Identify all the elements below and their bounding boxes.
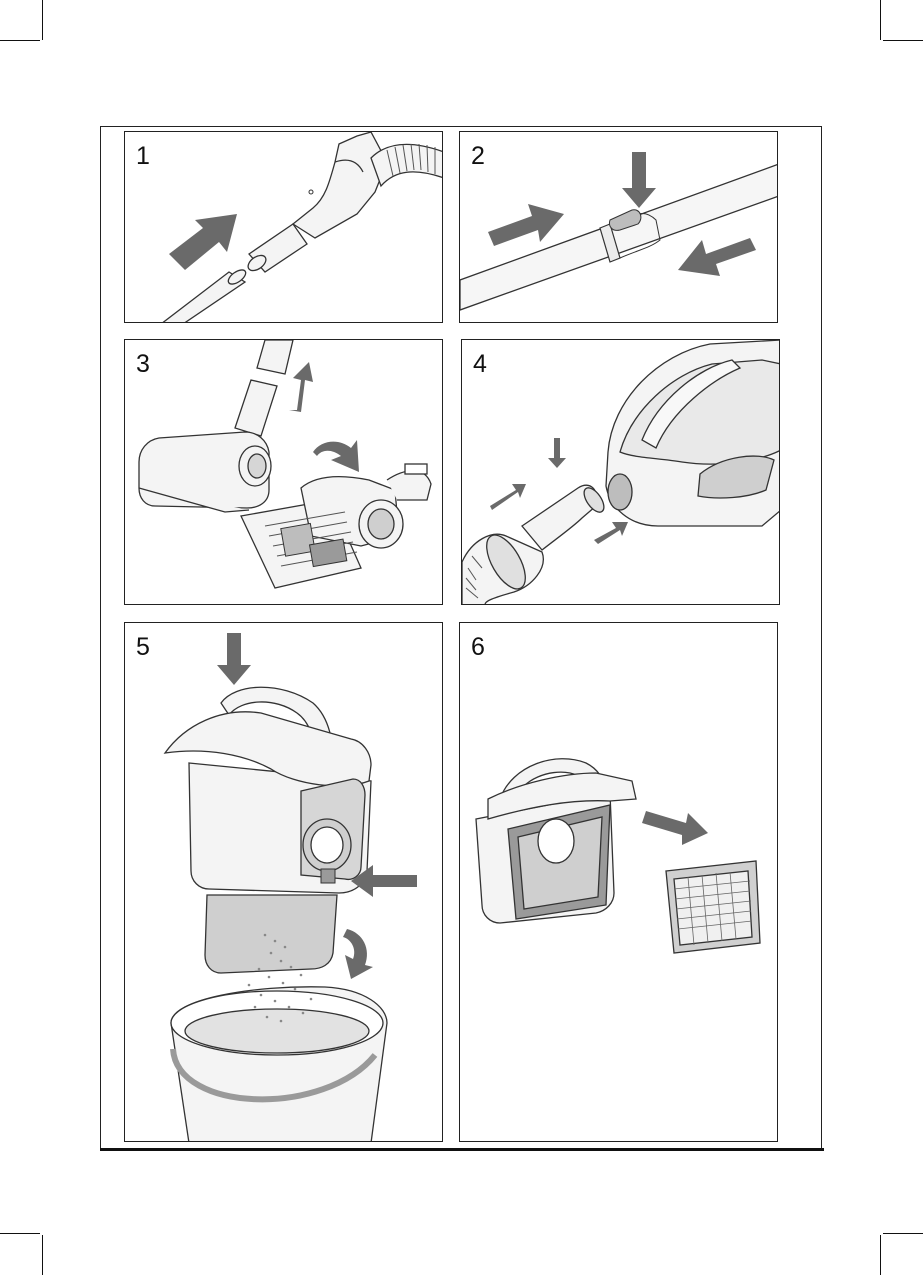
panel-5: 5 (124, 622, 443, 1142)
panel-4: 4 (461, 339, 780, 605)
crop-mark-br-h (883, 1233, 923, 1234)
illustration-telescopic-tube-button (460, 132, 778, 323)
crop-mark-br-v (880, 1235, 881, 1275)
crop-mark-bl-v (42, 1235, 43, 1275)
illustration-hose-handle-to-tube (125, 132, 443, 323)
crop-mark-tl-h (0, 40, 40, 41)
illustration-remove-filter (460, 623, 778, 1142)
illustration-empty-dust-container (125, 623, 443, 1142)
panel-number: 3 (136, 350, 150, 379)
panel-number: 2 (471, 142, 485, 171)
illustration-turbo-brush-detach (125, 340, 443, 605)
panel-1: 1 (124, 131, 443, 323)
crop-mark-tr-h (883, 40, 923, 41)
panel-3: 3 (124, 339, 443, 605)
panel-2: 2 (459, 131, 778, 323)
panel-number: 4 (473, 350, 487, 379)
crop-mark-bl-h (0, 1233, 40, 1234)
illustration-hose-connect-to-body (462, 340, 780, 605)
panel-6: 6 (459, 622, 778, 1142)
crop-mark-tr-v (880, 0, 881, 40)
panel-number: 6 (471, 633, 485, 662)
panel-number: 1 (136, 142, 150, 171)
panel-number: 5 (136, 633, 150, 662)
page-frame-bottom-rule (100, 1148, 824, 1151)
crop-mark-tl-v (42, 0, 43, 40)
